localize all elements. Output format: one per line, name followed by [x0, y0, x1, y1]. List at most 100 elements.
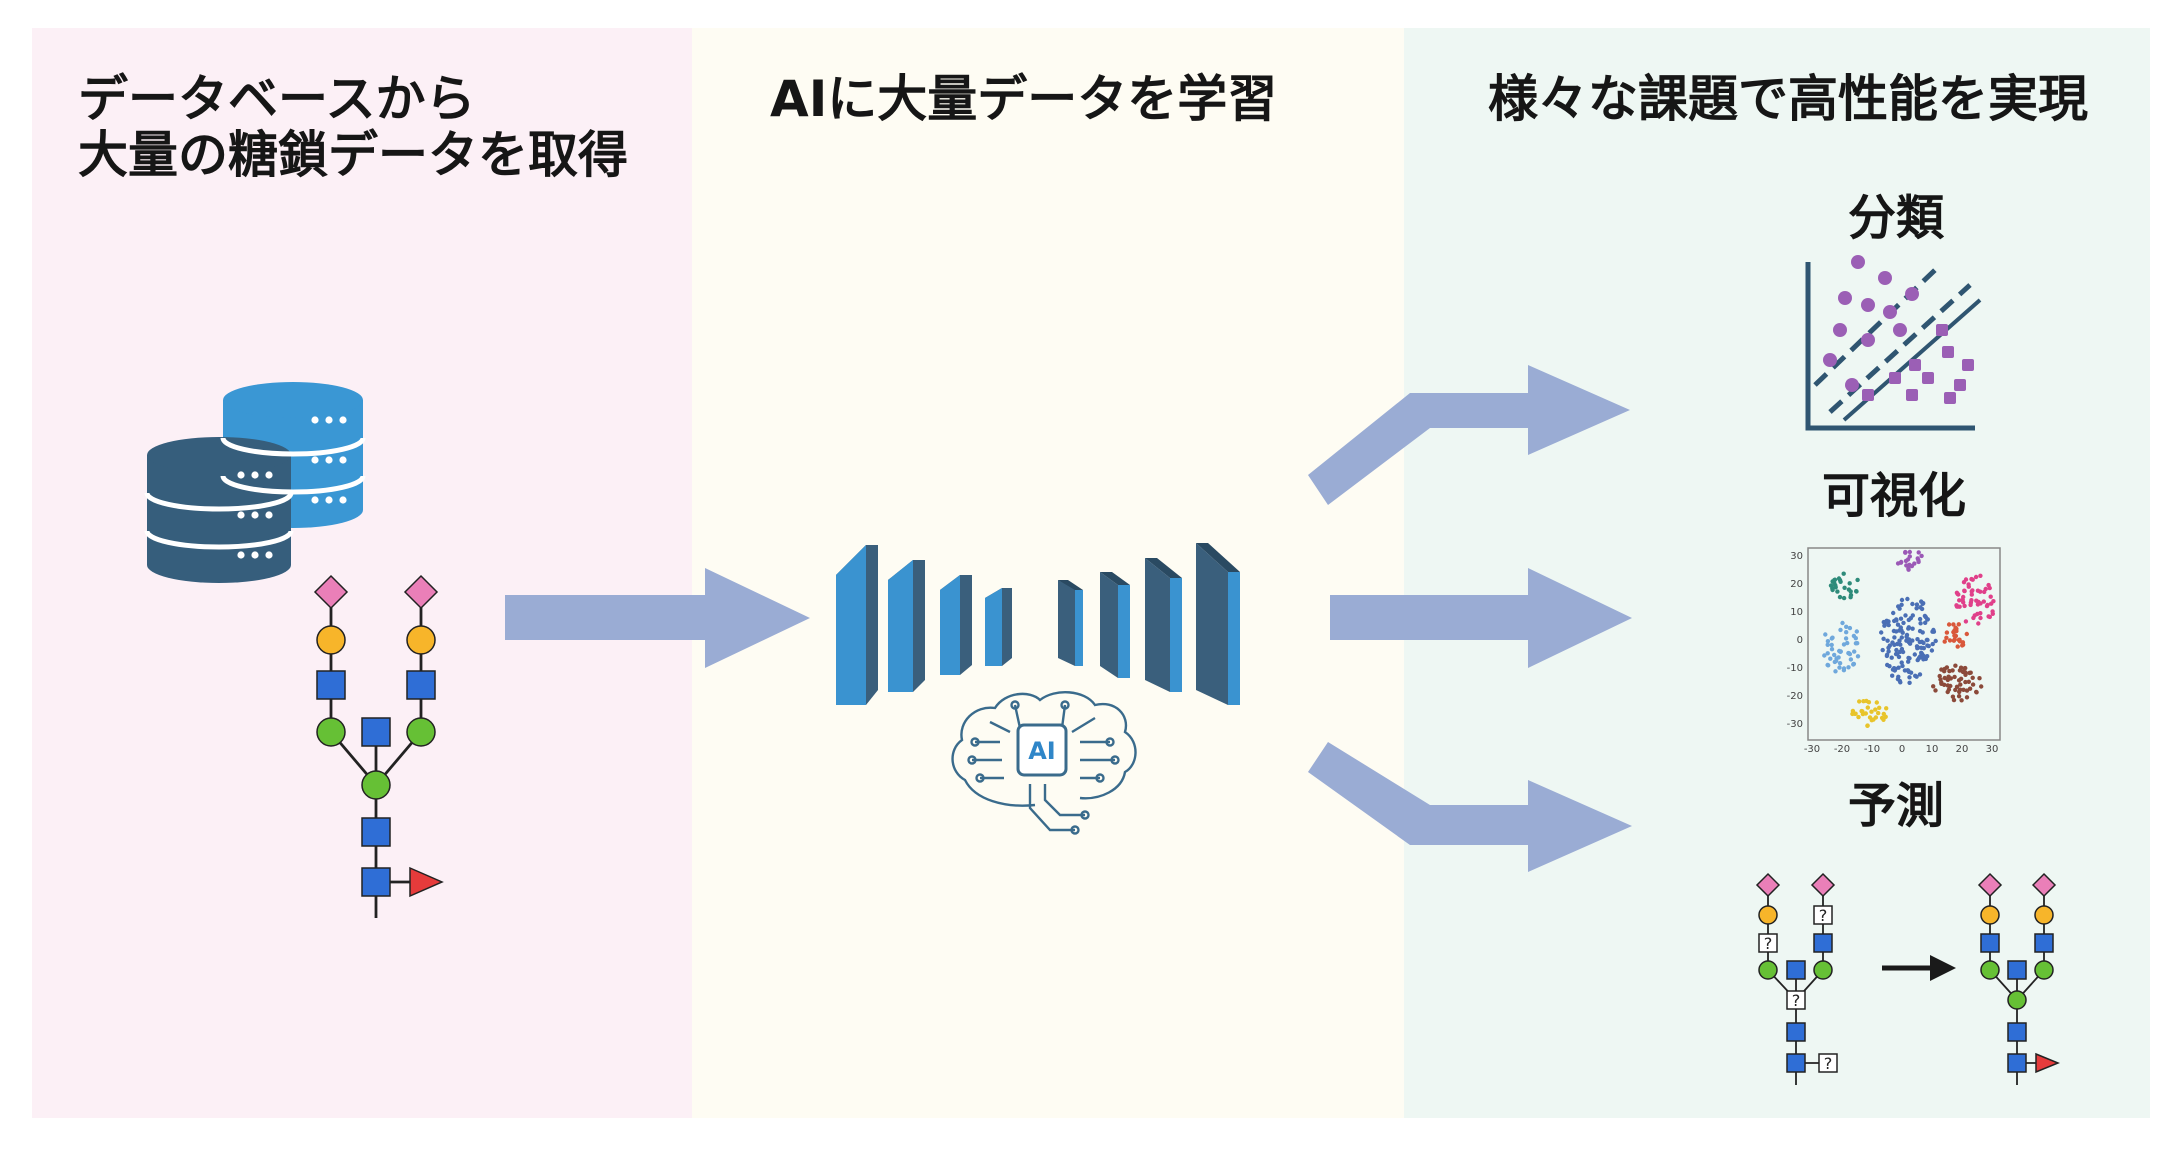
- prediction-label: 予測: [1848, 778, 1945, 834]
- db-indicator-dot: [339, 496, 347, 504]
- tsne-point: [1952, 674, 1957, 680]
- tsne-point: [1891, 666, 1897, 671]
- tsne-point: [1962, 603, 1967, 609]
- tsne-point: [1916, 656, 1922, 661]
- tsne-point: [1914, 674, 1919, 679]
- tsne-point: [1953, 663, 1958, 668]
- tsne-point: [1848, 657, 1854, 662]
- tsne-point: [1963, 619, 1969, 624]
- tsne-x-tick-label: -30: [1804, 744, 1820, 755]
- glycan-predicted: [1977, 872, 2060, 1085]
- flow-arrows: [505, 365, 1632, 872]
- tsne-point: [1860, 709, 1865, 714]
- db-indicator-dot: [251, 471, 259, 479]
- class-b-point: [1954, 379, 1966, 391]
- tsne-point: [1853, 636, 1859, 641]
- tsne-point: [1841, 595, 1847, 601]
- db-indicator-dot: [237, 551, 245, 559]
- classification-label: 分類: [1848, 190, 1945, 246]
- tsne-point: [1832, 652, 1837, 658]
- ai-chip: [1016, 723, 1068, 777]
- tsne-point: [1830, 635, 1835, 640]
- tsne-point: [1894, 617, 1899, 622]
- results-title: 様々な課題で高性能を実現: [1488, 70, 2088, 128]
- tsne-point: [1975, 588, 1981, 593]
- tsne-point: [1891, 628, 1897, 634]
- tsne-point: [1844, 630, 1849, 635]
- class-a-point: [1851, 255, 1865, 269]
- tsne-point: [1869, 709, 1874, 714]
- glcnac-square: [1813, 933, 1833, 953]
- tsne-point: [1970, 682, 1976, 687]
- tsne-point: [1890, 673, 1895, 678]
- ai-chip-label: AI: [1028, 737, 1056, 765]
- nn-layer: [940, 575, 972, 675]
- tsne-point: [1920, 601, 1925, 606]
- galactose-circle: [316, 625, 346, 655]
- galactose-circle: [406, 625, 436, 655]
- class-a-point: [1893, 323, 1907, 337]
- glcnac-square: [361, 817, 391, 847]
- class-b-point: [1862, 389, 1874, 401]
- mannose-circle: [406, 717, 436, 747]
- tsne-point: [1907, 675, 1912, 680]
- tsne-point: [1931, 629, 1937, 634]
- db-indicator-dot: [339, 456, 347, 464]
- tsne-point: [1854, 589, 1859, 594]
- nn-layer: [1196, 543, 1240, 705]
- tsne-point: [1954, 684, 1960, 689]
- tsne-y-tick-label: 10: [1790, 607, 1803, 618]
- tsne-point: [1881, 711, 1887, 717]
- tsne-point: [1838, 627, 1843, 633]
- db-band: [220, 437, 366, 457]
- db-front-top: [147, 437, 291, 473]
- tsne-point: [1910, 613, 1916, 618]
- tsne-point: [1976, 621, 1981, 626]
- class-a-point: [1883, 305, 1897, 319]
- tsne-point: [1830, 587, 1835, 593]
- tsne-point: [1832, 577, 1838, 582]
- tsne-point: [1990, 609, 1995, 614]
- tsne-point: [1867, 715, 1873, 720]
- nn-layer: [1145, 558, 1182, 692]
- tsne-point: [1933, 638, 1938, 644]
- tsne-point: [1938, 677, 1943, 682]
- tsne-point: [1957, 598, 1962, 603]
- tsne-point: [1978, 615, 1983, 621]
- class-a-point: [1845, 378, 1859, 392]
- unknown-residue-mark: ?: [1824, 1054, 1833, 1073]
- tsne-point: [1942, 682, 1947, 687]
- db-indicator-dot: [325, 496, 333, 504]
- tsne-point: [1884, 620, 1889, 625]
- tsne-point: [1962, 588, 1967, 593]
- tsne-point: [1900, 663, 1905, 669]
- tsne-point: [1906, 567, 1911, 572]
- tsne-point: [1837, 661, 1843, 666]
- tsne-point: [1951, 697, 1957, 703]
- class-a-point: [1823, 353, 1837, 367]
- flow-arrow-to-ai: [505, 568, 810, 668]
- tsne-point: [1957, 689, 1962, 695]
- tsne-point: [1978, 573, 1983, 578]
- tsne-point: [1841, 666, 1847, 671]
- tsne-point: [1906, 617, 1912, 623]
- tsne-point: [1825, 651, 1830, 656]
- nn-layer: [1058, 580, 1083, 666]
- tsne-point: [1966, 584, 1972, 589]
- class-b-point: [1906, 389, 1918, 401]
- tsne-point: [1963, 670, 1968, 675]
- db-indicator-dot: [311, 456, 319, 464]
- tsne-point: [1929, 648, 1935, 653]
- tsne-point: [1914, 602, 1920, 607]
- galactose-circle: [1758, 905, 1778, 925]
- tsne-point: [1896, 665, 1901, 670]
- db-indicator-dot: [237, 511, 245, 519]
- database-icon: [144, 382, 366, 583]
- flow-arrow-to-visualization: [1330, 568, 1632, 668]
- class-b-point: [1936, 324, 1948, 336]
- tsne-point: [1847, 625, 1853, 631]
- tsne-point: [1973, 574, 1979, 580]
- tsne-point: [1926, 643, 1931, 649]
- unknown-residue: [1813, 905, 1833, 925]
